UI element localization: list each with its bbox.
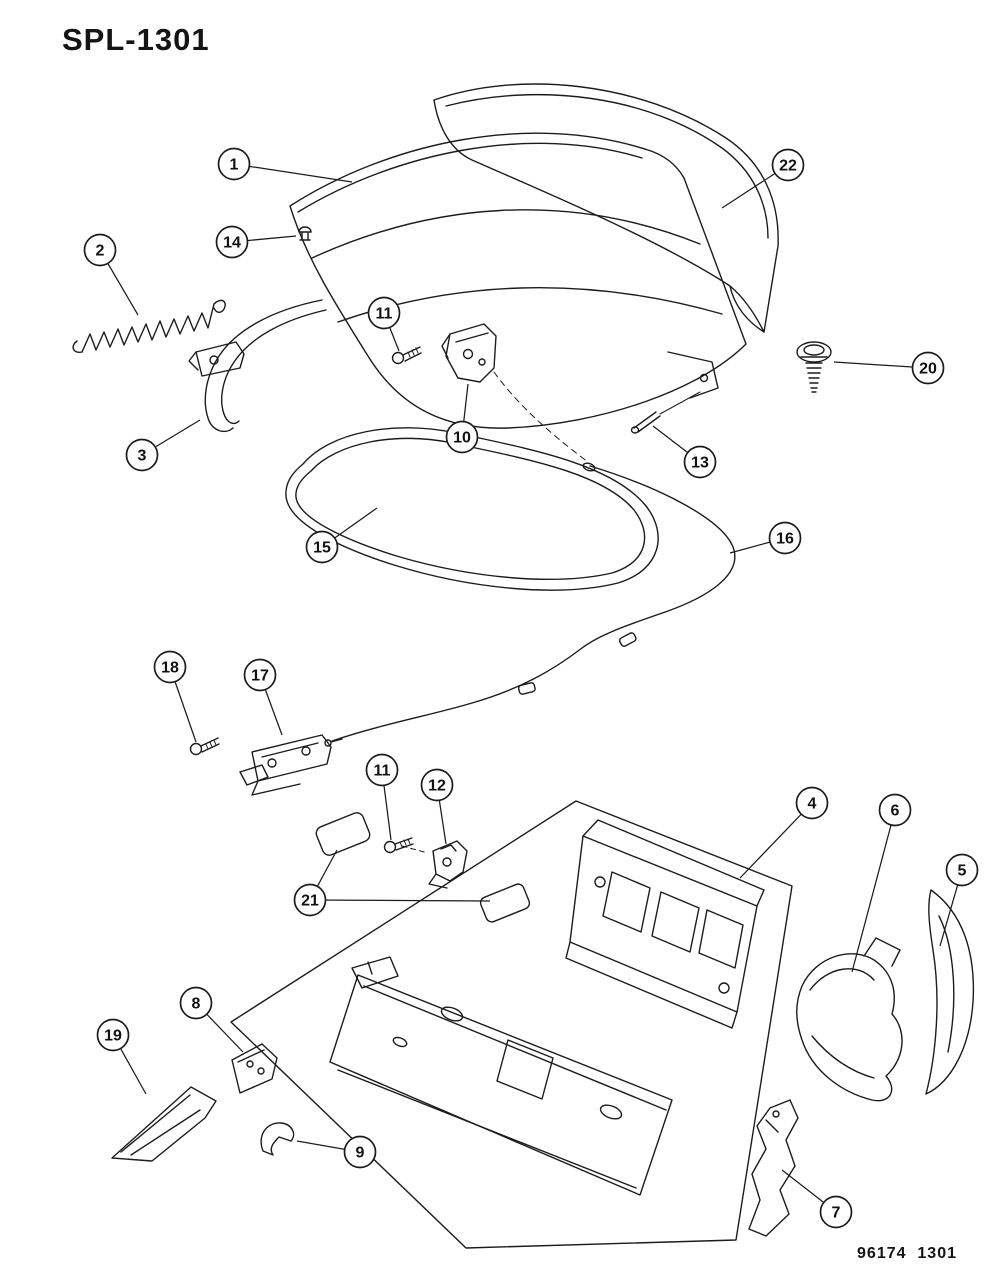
- svg-text:18: 18: [161, 660, 179, 677]
- svg-text:10: 10: [453, 430, 471, 447]
- callout-5: 5: [939, 853, 979, 947]
- callout-3: 3: [125, 419, 201, 472]
- callout-8: 8: [179, 986, 244, 1053]
- callout-9: 9: [296, 1135, 377, 1169]
- screw-upper-icon: [391, 346, 422, 365]
- svg-text:11: 11: [376, 306, 393, 323]
- svg-text:2: 2: [96, 243, 105, 260]
- callout-2: 2: [83, 233, 139, 316]
- callout-20: 20: [833, 351, 945, 385]
- svg-text:6: 6: [891, 803, 900, 820]
- callout-11: 11: [367, 296, 401, 352]
- svg-text:16: 16: [776, 531, 794, 548]
- corner-trim-art: [111, 1086, 217, 1162]
- prop-rod-art: [630, 391, 701, 434]
- diagram-line-art: [72, 83, 975, 1249]
- callout-10: 10: [445, 383, 479, 454]
- callout-16: 16: [729, 521, 802, 555]
- svg-text:9: 9: [356, 1145, 365, 1162]
- callout-19: 19: [96, 1018, 147, 1095]
- latch-assembly-art: [239, 734, 343, 796]
- svg-text:21: 21: [301, 893, 319, 910]
- insulation-pad-a-art: [315, 812, 371, 856]
- deck-lid-art: [289, 132, 747, 429]
- screw-18-icon: [189, 737, 220, 756]
- stud-art: [796, 341, 832, 393]
- callout-12: 12: [420, 768, 454, 845]
- callout-14: 14: [215, 225, 297, 259]
- svg-text:8: 8: [192, 996, 201, 1013]
- svg-text:20: 20: [919, 361, 937, 378]
- spoiler-art: [433, 83, 779, 333]
- sheet-code: 96174 1301: [857, 1245, 957, 1262]
- callout-22: 22: [721, 148, 805, 209]
- svg-text:3: 3: [138, 448, 147, 465]
- insulation-pad-b-art: [479, 883, 531, 923]
- screw-lower-icon: [383, 837, 429, 854]
- quarter-panel-patch-art: [925, 889, 975, 1095]
- svg-text:4: 4: [808, 796, 817, 813]
- svg-text:11: 11: [374, 763, 391, 780]
- hinge-art: [188, 299, 327, 433]
- svg-text:15: 15: [313, 540, 331, 557]
- deck-latch-art: [441, 323, 589, 463]
- svg-text:5: 5: [958, 863, 967, 880]
- svg-text:19: 19: [104, 1028, 122, 1045]
- callout-4: 4: [739, 786, 829, 879]
- svg-text:13: 13: [691, 455, 709, 472]
- callout-7: 7: [781, 1169, 853, 1229]
- callout-1: 1: [217, 147, 353, 183]
- callout-6: 6: [851, 793, 912, 973]
- bulkhead-panel-art: [565, 819, 765, 1029]
- quarter-trim-art: [796, 937, 903, 1102]
- callout-15: 15: [305, 507, 378, 564]
- svg-text:17: 17: [251, 668, 269, 685]
- striker-art: [428, 840, 468, 889]
- callout-18: 18: [153, 650, 197, 743]
- clip-hook-art: [260, 1122, 295, 1156]
- svg-text:12: 12: [428, 778, 446, 795]
- weatherstrip-art: [285, 427, 659, 591]
- callout-13: 13: [652, 425, 717, 479]
- shelf-panel-art: [329, 956, 673, 1196]
- svg-text:22: 22: [779, 158, 797, 175]
- svg-text:7: 7: [832, 1205, 841, 1222]
- release-cable-art: [331, 462, 736, 742]
- mount-plate-art: [231, 1043, 278, 1094]
- svg-text:14: 14: [223, 235, 241, 252]
- torsion-spring-art: [72, 299, 226, 354]
- support-bracket-art: [748, 1099, 799, 1237]
- drawing-number: SPL-1301: [62, 22, 210, 57]
- svg-text:1: 1: [230, 157, 239, 174]
- callout-21: 21: [293, 849, 491, 917]
- callout-11: 11: [365, 753, 399, 841]
- plug-art: [298, 226, 312, 241]
- callout-17: 17: [243, 658, 283, 736]
- assembly-boundary-art: [230, 800, 793, 1249]
